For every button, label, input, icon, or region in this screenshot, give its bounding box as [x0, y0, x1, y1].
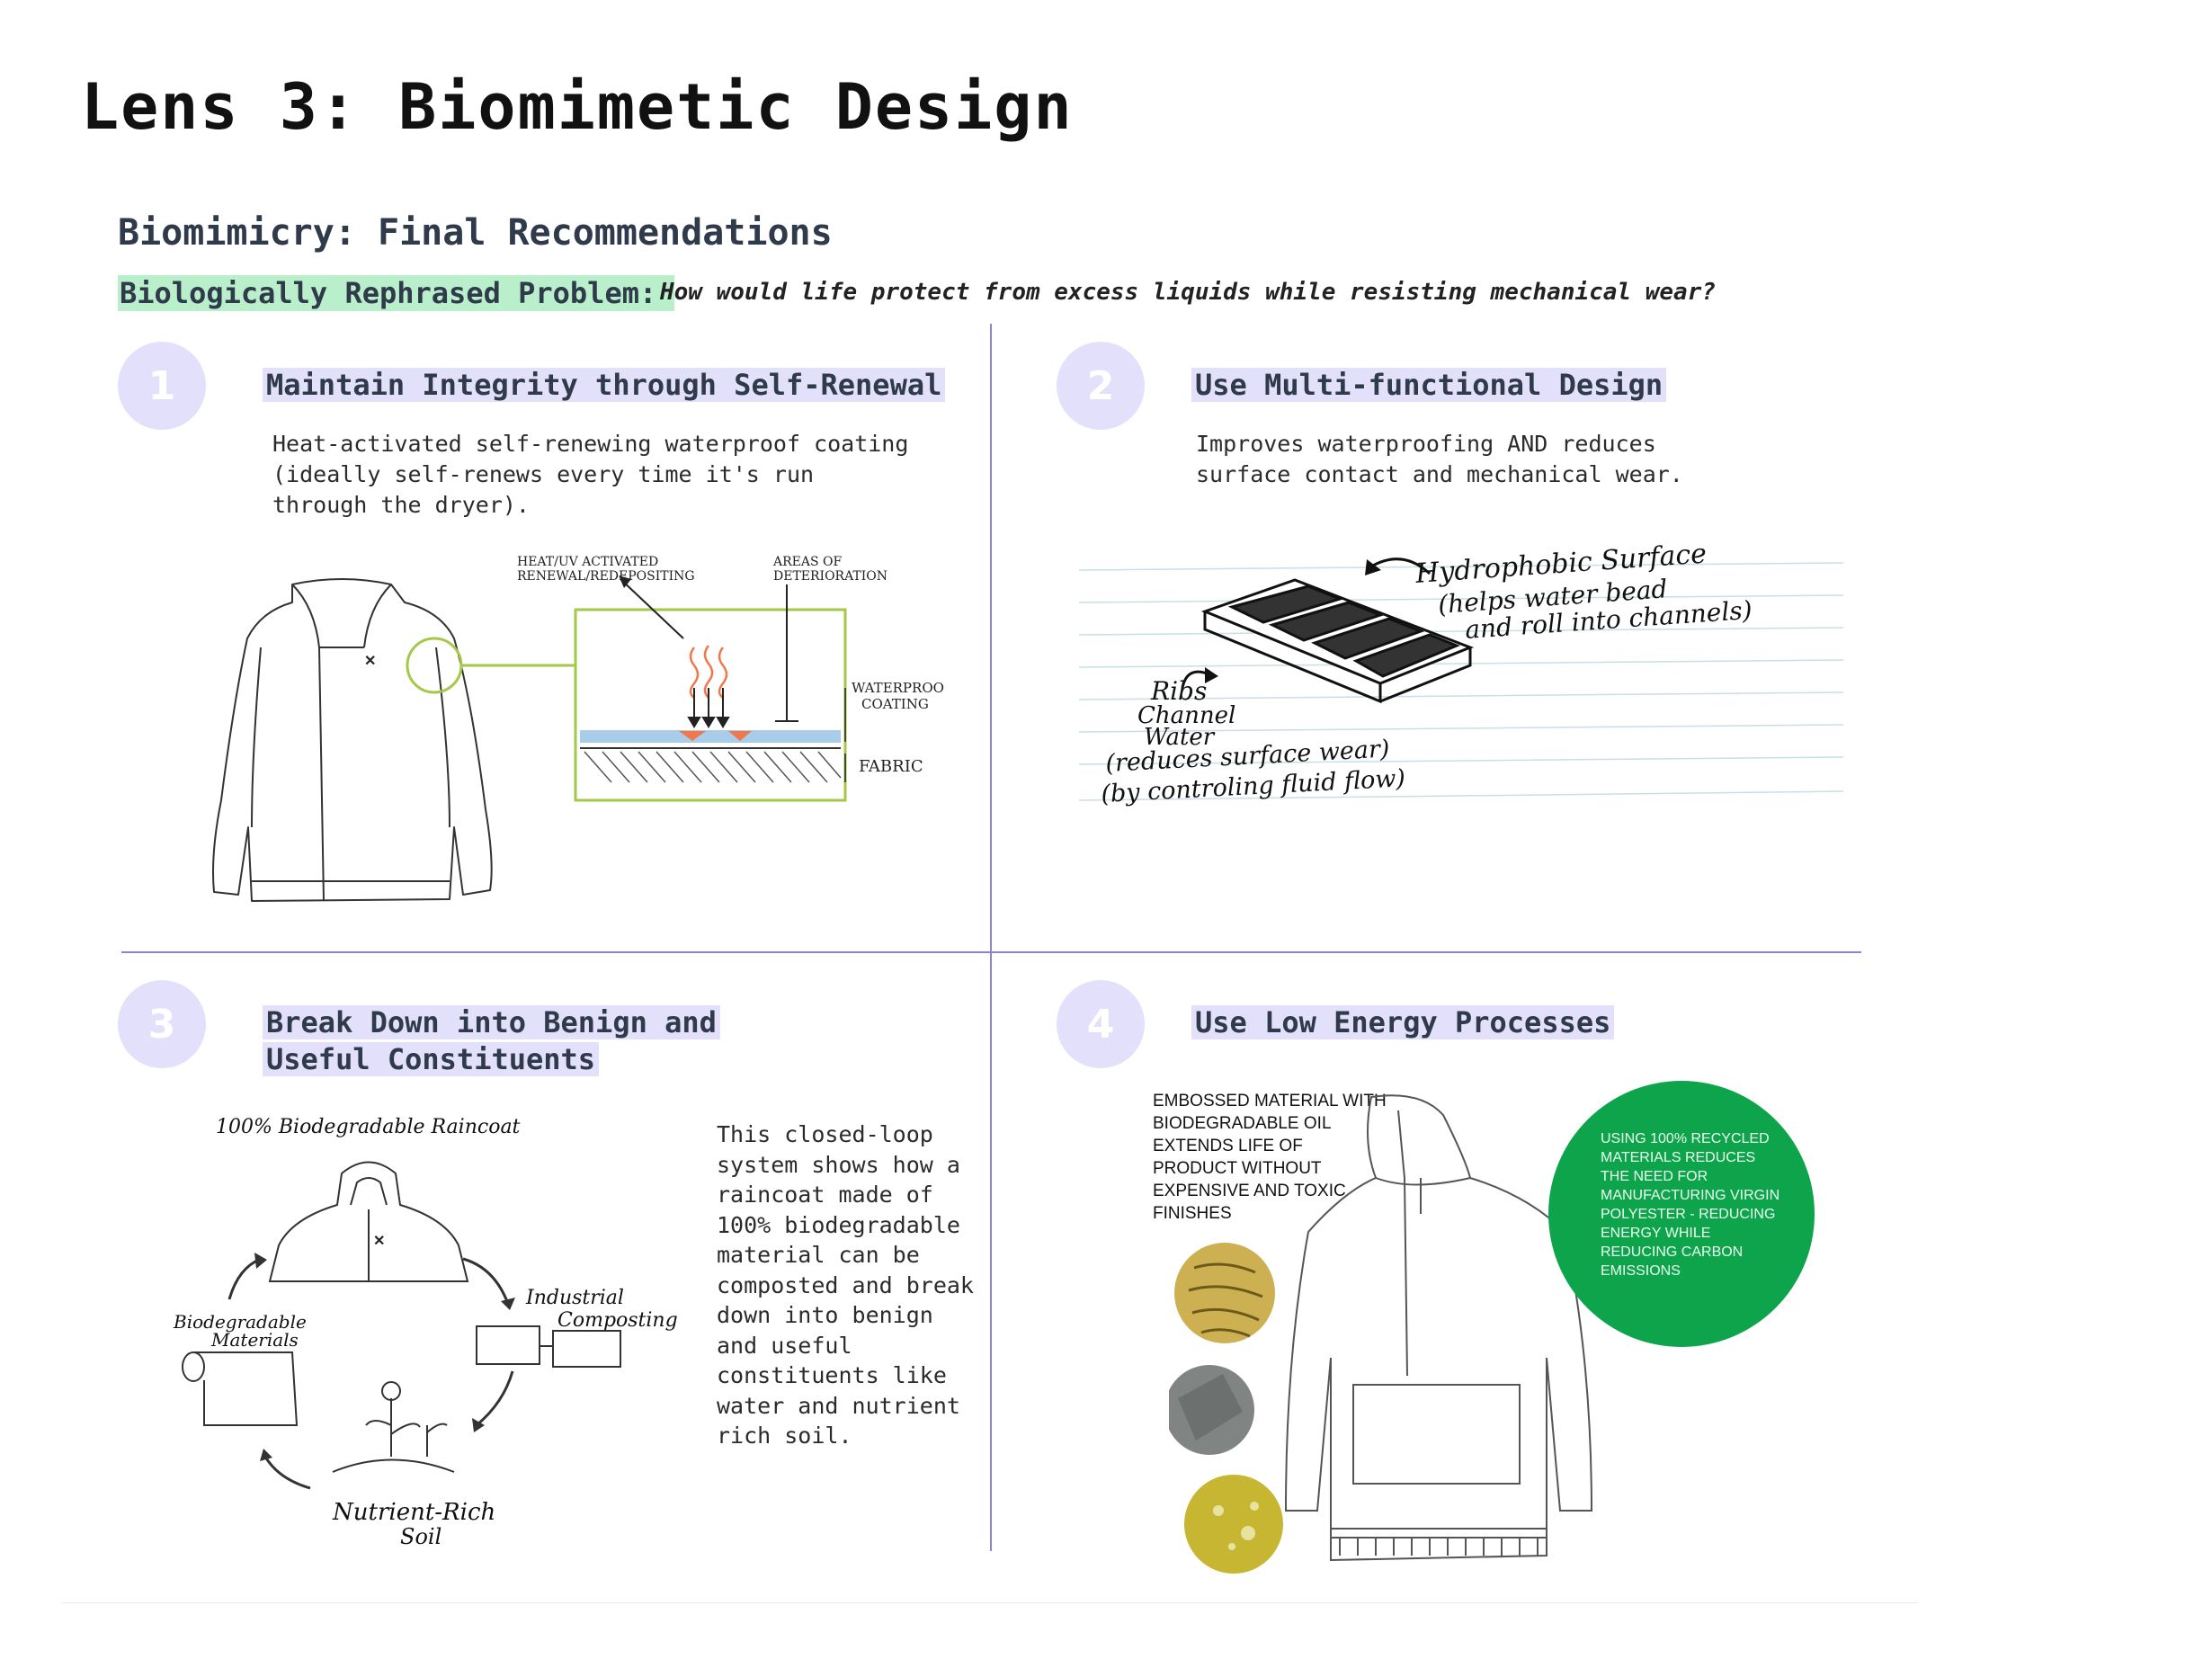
notebook-lines [1079, 562, 1844, 801]
multifunctional-sketch: Hydrophobic Surface (helps water bead an… [1079, 540, 1844, 808]
section-3-heading-line1: Break Down into Benign and [263, 1005, 720, 1039]
section-2-body: Improves waterproofing AND reduces surfa… [1196, 431, 1683, 487]
anorak-sketch [1169, 1094, 1593, 1574]
vertical-divider [990, 324, 992, 1551]
coating-layer [580, 730, 841, 743]
fabric-roll-drawing [182, 1351, 299, 1426]
recycled-materials-circle [1548, 1081, 1815, 1347]
oil-treated-fabric-swatch [1184, 1475, 1283, 1574]
section-3-heading-line2: Useful Constituents [263, 1042, 600, 1076]
section-4-heading: Use Low Energy Processes [1191, 1004, 1615, 1041]
problem-label: Biologically Rephrased Problem: [118, 275, 675, 311]
label-ribs-2: Channel [1137, 702, 1235, 729]
label-renewal-1: HEAT/UV ACTIVATED [517, 555, 658, 569]
raincoat-logo-icon: ✕ [373, 1232, 385, 1249]
ribbed-block-drawing [1200, 578, 1475, 704]
section-2-heading-text: Use Multi-functional Design [1191, 368, 1667, 402]
section-3-number: 3 [118, 980, 206, 1068]
section-1-number: 1 [118, 342, 206, 430]
deterioration-mark-1 [679, 731, 706, 741]
section-4-number: 4 [1057, 980, 1145, 1068]
label-fabric: FABRIC [859, 757, 923, 776]
label-deterioration-2: DETERIORATION [773, 569, 887, 584]
zoom-circle [406, 637, 463, 694]
label-materials-2: Materials [210, 1329, 299, 1351]
deterioration-mark-2 [728, 731, 752, 741]
embossed-note: EMBOSSED MATERIAL WITH BIODEGRADABLE OIL… [1153, 1092, 1387, 1223]
heat-arrows [687, 688, 730, 728]
compost-bins-drawing [476, 1325, 621, 1368]
section-3-body: This closed-loop system shows how a rain… [717, 1121, 974, 1449]
label-raincoat: 100% Biodegradable Raincoat [216, 1116, 521, 1138]
label-renewal-2: RENEWAL/REDEPOSITING [517, 569, 695, 584]
horizontal-divider [121, 951, 1861, 953]
cycle-arrows [227, 1257, 514, 1490]
label-composting-1: Industrial [525, 1287, 624, 1309]
plant-drawing [332, 1381, 455, 1473]
closed-loop-sketch: 100% Biodegradable Raincoat ✕ Biodegrada… [173, 1116, 678, 1549]
problem-question: How would life protect from excess liqui… [660, 279, 1716, 306]
fabric-hatching [580, 747, 842, 783]
page-subtitle: Biomimicry: Final Recommendations [118, 212, 833, 254]
section-2-heading: Use Multi-functional Design [1191, 367, 1667, 404]
label-soil-1: Nutrient-Rich [332, 1499, 495, 1526]
self-renewal-sketch: ✕ HEAT/UV ACTIVATED RENEWAL/REDEPOSITING… [212, 555, 944, 902]
label-ribs-1: Ribs [1150, 676, 1207, 706]
label-ribs-3: Water [1144, 724, 1216, 751]
section-1-body: Heat-activated self-renewing waterproof … [272, 431, 909, 518]
surface-arrow [1370, 557, 1432, 575]
label-materials-1: Biodegradable [173, 1311, 307, 1333]
anorak-drawing [1284, 1094, 1593, 1562]
label-composting-2: Composting [557, 1309, 678, 1332]
heat-waves-icon [689, 645, 728, 699]
section-1-heading-text: Maintain Integrity through Self-Renewal [263, 368, 946, 402]
label-coating-2: COATING [861, 696, 929, 712]
label-deterioration-1: AREAS OF [772, 555, 843, 569]
label-soil-2: Soil [400, 1524, 442, 1549]
page-title: Lens 3: Biomimetic Design [81, 70, 1074, 144]
raincoat-drawing [268, 1161, 469, 1282]
jacket-drawing [212, 578, 493, 902]
label-coating-1: WATERPROOF [852, 680, 944, 696]
embossed-fabric-swatch [1174, 1243, 1275, 1343]
bottom-rule [61, 1602, 1918, 1603]
recycled-note: USING 100% RECYCLED MATERIALS REDUCES TH… [1601, 1131, 1780, 1279]
section-3-heading: Break Down into Benign and Useful Consti… [263, 1004, 748, 1078]
section-2-number: 2 [1057, 342, 1145, 430]
cycle-arrowheads [254, 1253, 515, 1461]
jacket-logo-icon: ✕ [364, 652, 376, 669]
section-4-heading-text: Use Low Energy Processes [1191, 1005, 1615, 1039]
section-1-heading: Maintain Integrity through Self-Renewal [263, 367, 946, 404]
